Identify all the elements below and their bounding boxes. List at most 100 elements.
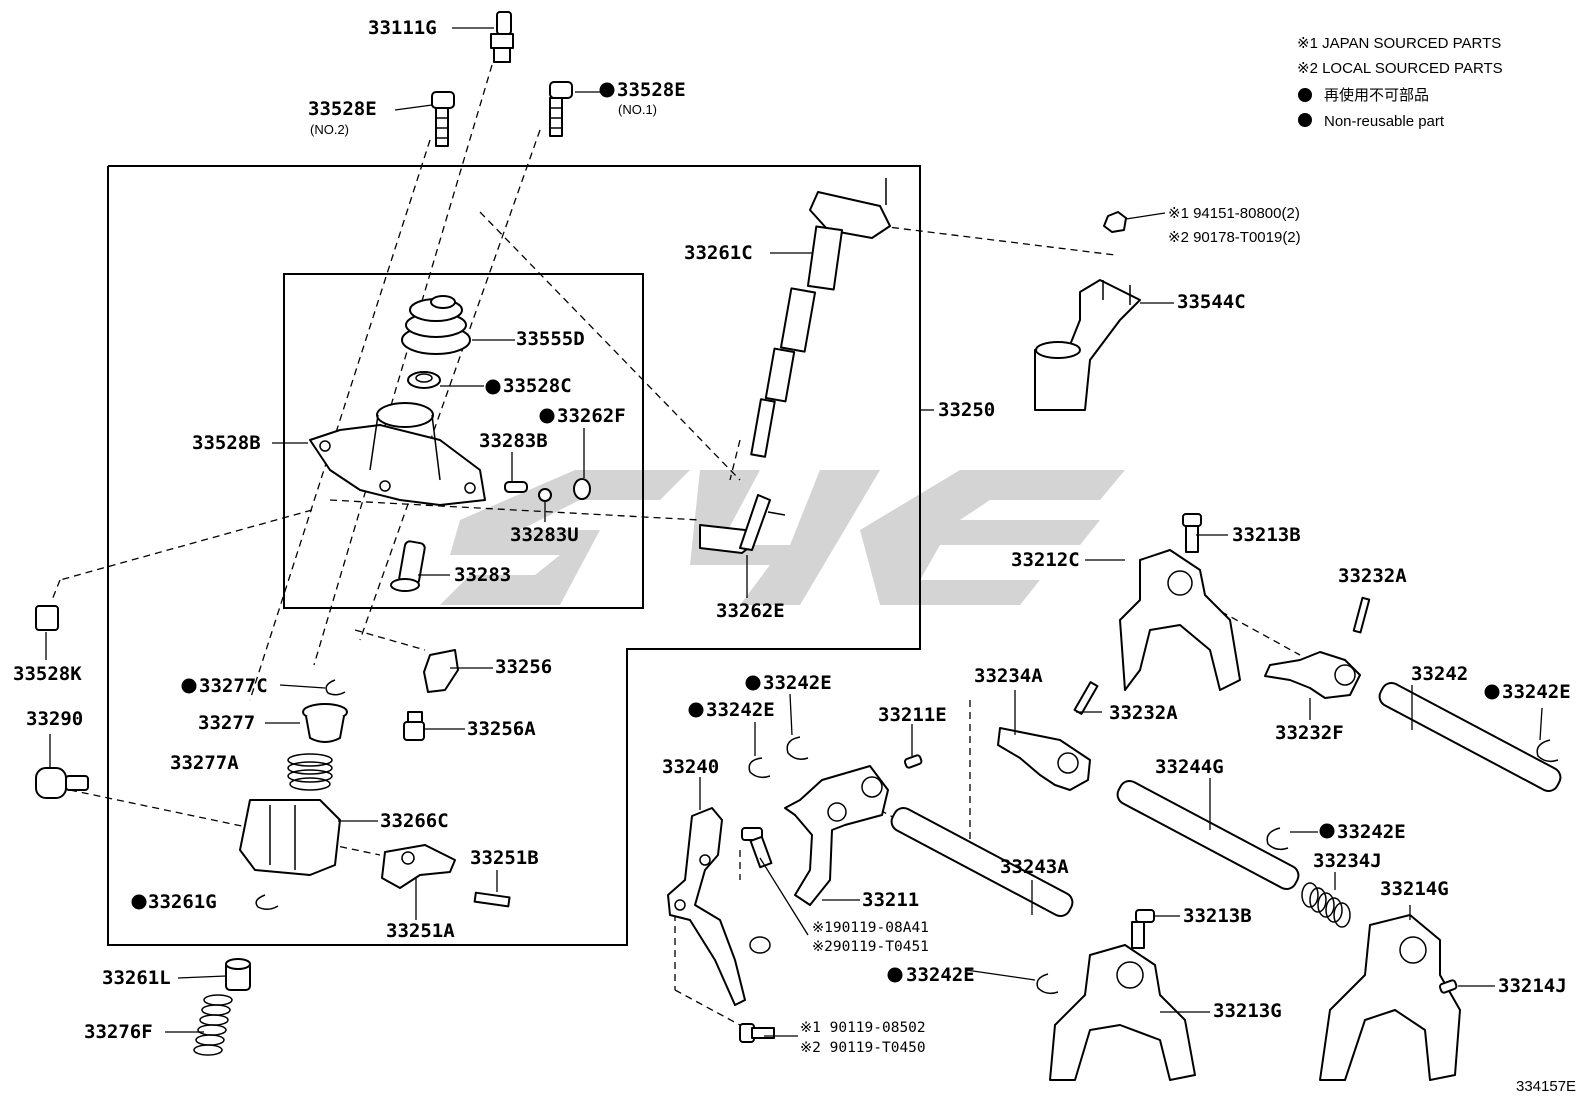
label-33283: 33283 bbox=[454, 564, 511, 586]
label-33276F: 33276F bbox=[84, 1021, 153, 1043]
label-33232A-top: 33232A bbox=[1338, 565, 1407, 587]
label-33242E-b: 33242E bbox=[706, 699, 775, 721]
part-33261L-icon bbox=[225, 958, 251, 991]
label-33234J: 33234J bbox=[1313, 850, 1382, 872]
part-33528K-icon bbox=[35, 605, 59, 631]
part-33211E-icon bbox=[903, 754, 923, 769]
part-33283U-icon bbox=[538, 488, 552, 502]
part-33256A-icon bbox=[403, 711, 425, 741]
label-ref1-90119-08A41: ※190119-08A41 bbox=[812, 920, 929, 936]
subassembly-frame bbox=[283, 273, 644, 609]
leader-lines bbox=[45, 27, 1543, 1037]
part-33232F-icon bbox=[1264, 651, 1361, 699]
watermark-logo bbox=[440, 470, 1125, 605]
part-33111G-icon bbox=[490, 11, 514, 63]
label-33213B-low: 33213B bbox=[1183, 905, 1252, 927]
part-33261C-icon bbox=[750, 178, 891, 458]
label-33214J: 33214J bbox=[1498, 975, 1567, 997]
part-33242E-c-icon bbox=[1036, 973, 1059, 995]
alignment-lines bbox=[51, 64, 1301, 1026]
label-ref1-94151: ※1 94151-80800(2) bbox=[1168, 205, 1300, 222]
non-reusable-dot-icon bbox=[1298, 88, 1312, 102]
part-33266C-icon bbox=[239, 799, 341, 876]
label-33250: 33250 bbox=[938, 399, 995, 421]
part-33251B-icon bbox=[473, 891, 511, 908]
part-33544C-icon bbox=[1034, 279, 1141, 411]
part-labels: 33111G 33528E (NO.2) 33528E (NO.1) 33261… bbox=[13, 17, 1576, 1095]
label-ref2-90178: ※2 90178-T0019(2) bbox=[1168, 229, 1301, 246]
legend: ※1 JAPAN SOURCED PARTS ※2 LOCAL SOURCED … bbox=[1297, 35, 1503, 130]
part-33213G-icon bbox=[1049, 944, 1196, 1081]
label-33261G: 33261G bbox=[148, 891, 217, 913]
label-33528E-no2: 33528E bbox=[308, 98, 377, 120]
svg-text:再使用不可部品: 再使用不可部品 bbox=[1324, 87, 1429, 104]
part-33213B-low-icon bbox=[1131, 909, 1155, 949]
part-33243A-icon bbox=[890, 806, 1074, 918]
part-screw-90119-08A41-icon bbox=[741, 827, 773, 869]
part-33211-icon bbox=[784, 765, 889, 906]
label-33283U: 33283U bbox=[510, 524, 579, 546]
svg-text:Non-reusable part: Non-reusable part bbox=[1324, 113, 1445, 130]
part-33555D-icon bbox=[401, 295, 471, 355]
part-33528C-icon bbox=[407, 371, 441, 389]
label-33251A: 33251A bbox=[386, 920, 455, 942]
part-33283B-icon bbox=[504, 481, 528, 493]
label-33213G: 33213G bbox=[1213, 1000, 1282, 1022]
label-33251B: 33251B bbox=[470, 847, 539, 869]
label-33211E: 33211E bbox=[878, 704, 947, 726]
label-33242E-d: 33242E bbox=[1337, 821, 1406, 843]
part-33276F-icon bbox=[193, 994, 233, 1056]
label-33528K: 33528K bbox=[13, 663, 82, 685]
diagram-code: 334157E bbox=[1516, 1078, 1576, 1095]
part-33234A-icon bbox=[997, 727, 1091, 791]
label-33111G: 33111G bbox=[368, 17, 437, 39]
label-33277: 33277 bbox=[198, 712, 255, 734]
label-33242E-e: 33242E bbox=[1502, 681, 1571, 703]
label-33244G: 33244G bbox=[1155, 756, 1224, 778]
part-33262E-icon bbox=[699, 494, 786, 554]
part-33528B-icon bbox=[309, 402, 486, 506]
part-33242E-d-icon bbox=[1266, 827, 1289, 851]
label-33256A: 33256A bbox=[467, 718, 536, 740]
label-33242: 33242 bbox=[1411, 663, 1468, 685]
label-33544C: 33544C bbox=[1177, 291, 1246, 313]
label-33243A: 33243A bbox=[1000, 856, 1069, 878]
part-33277-icon bbox=[302, 703, 348, 743]
label-33277C: 33277C bbox=[199, 675, 268, 697]
label-33283B: 33283B bbox=[479, 430, 548, 452]
part-33256-icon bbox=[423, 649, 459, 693]
label-33261L: 33261L bbox=[102, 967, 171, 989]
part-33212C-icon bbox=[1119, 549, 1241, 691]
label-33528B: 33528B bbox=[192, 432, 261, 454]
part-33261G-icon bbox=[255, 894, 279, 910]
part-screw-90119-08502-icon bbox=[739, 1023, 775, 1043]
label-33528E-no1: 33528E bbox=[617, 79, 686, 101]
part-33528E-no2-icon bbox=[431, 91, 455, 147]
part-33283-icon bbox=[390, 540, 426, 592]
part-33213B-top-icon bbox=[1182, 513, 1202, 553]
label-33232A-mid: 33232A bbox=[1109, 702, 1178, 724]
part-33251A-icon bbox=[381, 844, 456, 889]
label-33277A: 33277A bbox=[170, 752, 239, 774]
label-ref1-90119-08502: ※1 90119-08502 bbox=[800, 1020, 926, 1036]
non-reusable-markers bbox=[131, 82, 1500, 983]
part-33242-icon bbox=[1378, 681, 1562, 793]
part-33242E-e-icon bbox=[1536, 739, 1559, 763]
label-ref2-90119-T0450: ※2 90119-T0450 bbox=[800, 1040, 926, 1056]
label-33262E: 33262E bbox=[716, 600, 785, 622]
label-33256: 33256 bbox=[495, 656, 552, 678]
part-33277C-icon bbox=[325, 679, 346, 696]
label-33234A: 33234A bbox=[974, 665, 1043, 687]
label-33212C: 33212C bbox=[1011, 549, 1080, 571]
label-33214G: 33214G bbox=[1380, 878, 1449, 900]
part-33234J-icon bbox=[1301, 882, 1351, 928]
label-33262F: 33262F bbox=[557, 405, 626, 427]
label-ref2-90119-T0451: ※290119-T0451 bbox=[812, 939, 929, 955]
part-33262F-icon bbox=[573, 478, 591, 500]
part-33214G-icon bbox=[1319, 914, 1461, 1081]
label-33528E-no1-sub: (NO.1) bbox=[618, 102, 657, 117]
part-33232A-mid-icon bbox=[1073, 681, 1099, 715]
label-33528E-no2-sub: (NO.2) bbox=[310, 122, 349, 137]
label-33232F: 33232F bbox=[1275, 722, 1344, 744]
label-33555D: 33555D bbox=[516, 328, 585, 350]
